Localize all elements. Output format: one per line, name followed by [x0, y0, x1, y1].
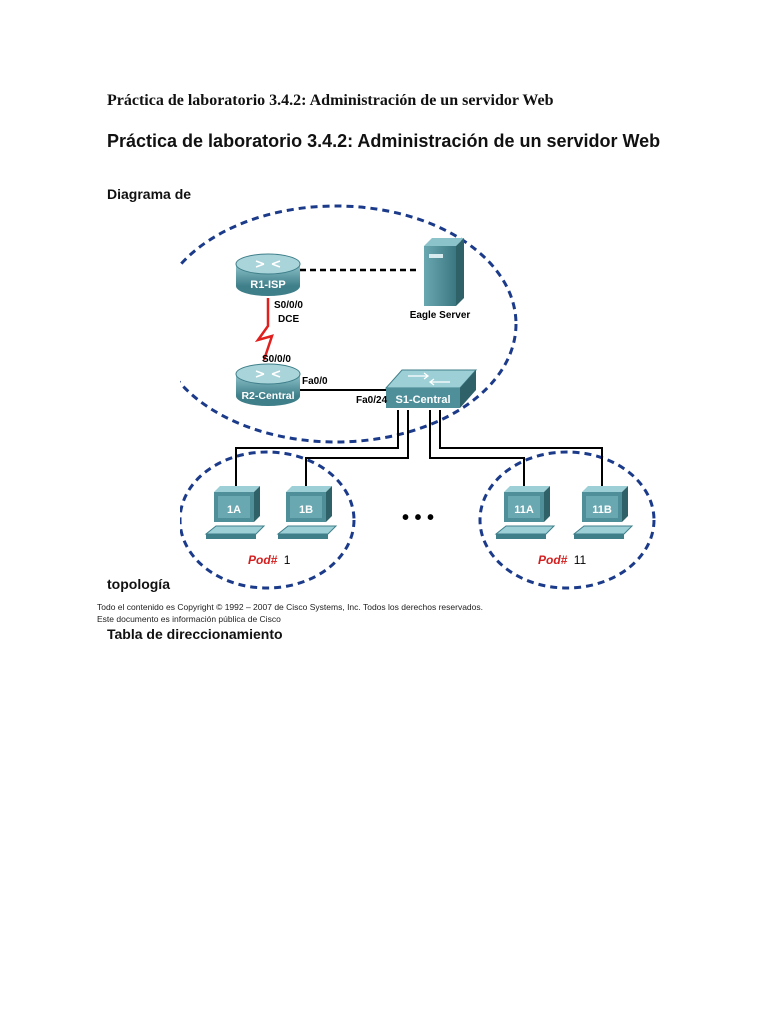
- pc-11b-label: 11B: [592, 504, 612, 516]
- pc-1b-label: 1B: [299, 504, 313, 516]
- diagram-heading: Diagrama de: [107, 186, 192, 202]
- router-r2-central: R2-Central: [235, 363, 301, 406]
- pod-left-boundary: [180, 450, 356, 590]
- switch-to-1b-link: [305, 410, 409, 498]
- document-header: Práctica de laboratorio 3.4.2: Administr…: [107, 92, 554, 109]
- switch-to-1a-link: [235, 410, 399, 498]
- pod-right-boundary: [478, 450, 656, 590]
- pod-left-label: Pod# 1: [248, 553, 291, 567]
- switch-to-11b-link: [439, 410, 603, 498]
- pc-11a: 11A: [494, 486, 556, 539]
- pod-right-word: Pod#: [538, 553, 568, 567]
- core-network-boundary: [180, 204, 518, 444]
- pc-1a: 1A: [204, 486, 266, 539]
- switch-label: S1-Central: [395, 394, 450, 406]
- r2-fa-label: Fa0/0: [302, 376, 328, 387]
- footer-copyright: Todo el contenido es Copyright © 1992 – …: [97, 602, 483, 612]
- footer-public-info: Este documento es información pública de…: [97, 614, 281, 624]
- pc-11b: 11B: [572, 486, 634, 539]
- pc-1a-label: 1A: [227, 504, 241, 516]
- topology-heading: topología: [107, 576, 170, 592]
- topology-diagram: R1-ISP R2-Central Eagle Server S1-Centra…: [180, 198, 670, 598]
- pod-right-label: Pod# 11: [538, 553, 586, 567]
- pods-ellipsis: • • •: [402, 507, 434, 529]
- switch-to-11a-link: [429, 410, 525, 498]
- addressing-table-heading: Tabla de direccionamiento: [107, 626, 283, 642]
- switch-fa-label: Fa0/24: [356, 395, 388, 406]
- router-r2-label: R2-Central: [241, 390, 294, 402]
- server-label: Eagle Server: [410, 310, 471, 321]
- router-r1-label: R1-ISP: [250, 279, 285, 291]
- pod-left-number: 1: [284, 553, 291, 567]
- switch-s1-central: S1-Central: [384, 369, 478, 408]
- r1-serial-label: S0/0/0: [274, 300, 303, 311]
- pc-1b: 1B: [276, 486, 338, 539]
- eagle-server: Eagle Server: [410, 238, 471, 321]
- serial-link: [254, 298, 274, 361]
- router-r1-isp: R1-ISP: [235, 253, 301, 296]
- page-title: Práctica de laboratorio 3.4.2: Administr…: [107, 131, 661, 151]
- r1-dce-label: DCE: [278, 314, 299, 325]
- pc-11a-label: 11A: [514, 504, 534, 516]
- r2-serial-label: S0/0/0: [262, 354, 291, 365]
- pod-right-number: 11: [574, 553, 587, 567]
- pod-left-word: Pod#: [248, 553, 278, 567]
- topology-svg: R1-ISP R2-Central Eagle Server S1-Centra…: [180, 204, 656, 590]
